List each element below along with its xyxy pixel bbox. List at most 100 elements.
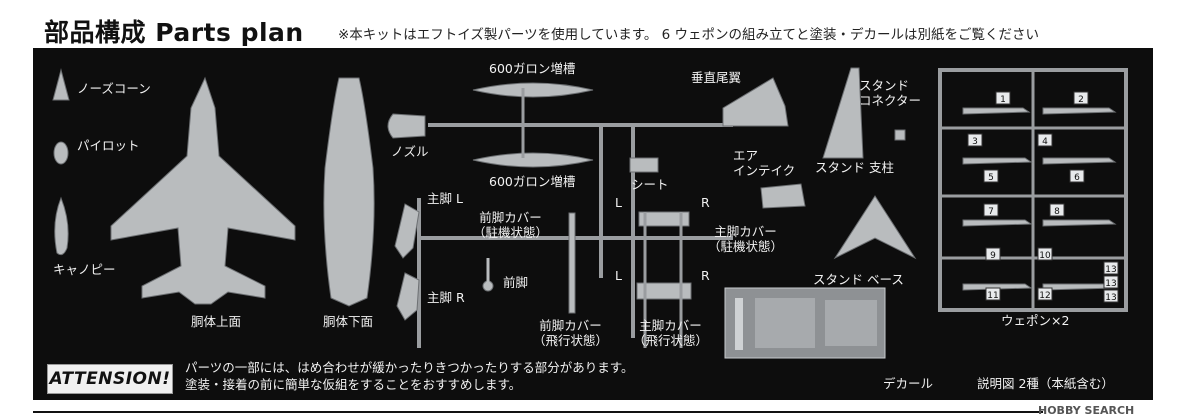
weapon-number-box: [983, 169, 999, 183]
weapon-number-box: [1103, 275, 1119, 289]
weapon-number-box: [1103, 289, 1119, 303]
weapon-number: 6: [1074, 173, 1080, 183]
label-nose-cone: ノーズコーン: [77, 81, 151, 96]
caution-line-1: パーツの一部には、はめ合わせが緩かったりきつかったりする部分があります。: [185, 360, 634, 375]
weapon-number-box: [985, 247, 1001, 261]
decal-detail: [735, 298, 743, 350]
label-main-gear-r: 主脚 R: [427, 290, 465, 305]
label-weapons: ウェポン×2: [1001, 313, 1070, 328]
page-title: 部品構成 Parts plan: [44, 18, 304, 47]
weapon-number: 7: [988, 207, 994, 217]
label-vertical-tail: 垂直尾翼: [691, 70, 742, 85]
fuselage-lower-part: [323, 77, 375, 307]
label-main-gear-l: 主脚 L: [427, 191, 463, 206]
weapon-number: 1: [1000, 95, 1006, 105]
label-stand-base: スタンド ベース: [813, 272, 904, 287]
label-nozzle: ノズル: [391, 144, 429, 159]
missile-part: [962, 107, 1031, 115]
header-note: ※本キットはエフトイズ製パーツを使用しています。 6 ウェポンの組み立てと塗装・…: [338, 27, 1040, 43]
canopy-part: [54, 196, 69, 256]
weapon-number-box: [995, 91, 1011, 105]
main-gear-l-part: [394, 203, 420, 259]
label-main-gear-cover-parked: 主脚カバー （駐機状態）: [708, 224, 784, 254]
attention-badge: ATTENSION!: [47, 364, 173, 394]
weapon-number: 11: [987, 291, 998, 301]
weapon-number-box: [967, 133, 983, 147]
weapon-number-box: [1073, 91, 1089, 105]
label-nose-gear: 前脚: [503, 275, 529, 290]
label-drop-tank-top: 600ガロン増槽: [489, 61, 576, 76]
label-main-gear-cover-flight: 主脚カバー （飛行状態）: [633, 318, 709, 348]
caution-line-2: 塗装・接着の前に簡単な仮組をすることをおすすめします。: [185, 377, 522, 392]
weapon-number: 13: [1105, 279, 1116, 289]
label-fuselage-upper: 胴体上面: [191, 314, 242, 329]
weapons-runners: [940, 70, 1126, 310]
weapon-number-box: [1037, 247, 1053, 261]
label-nose-gear-cover-flight: 前脚カバー （飛行状態）: [533, 318, 609, 348]
label-seat: シート: [631, 177, 669, 192]
caution-text: パーツの一部には、はめ合わせが緩かったりきつかったりする部分があります。 塗装・…: [185, 359, 634, 393]
missile-part: [1042, 157, 1117, 165]
label-canopy: キャノピー: [53, 262, 116, 277]
weapon-number: 2: [1078, 95, 1084, 105]
stand-connector-part: [894, 129, 906, 141]
weapon-number: 3: [972, 137, 978, 147]
main-gear-cover-parked-part: [638, 211, 690, 227]
weapon-number: 4: [1042, 137, 1048, 147]
watermark: HOBBY SEARCH: [1038, 404, 1135, 417]
weapon-number-box: [1103, 261, 1119, 275]
decal-detail: [825, 300, 877, 346]
label-nose-gear-cover-parked: 前脚カバー （駐機状態）: [473, 210, 549, 240]
label-pilot: パイロット: [77, 138, 140, 153]
label-air-intake: エア インテイク: [733, 148, 796, 178]
drop-tank-bottom-part: [472, 152, 594, 168]
weapon-number: 5: [988, 173, 994, 183]
stand-pillar-part: [822, 67, 864, 159]
missile-part: [1042, 219, 1117, 227]
weapon-number-box: [1037, 133, 1053, 147]
weapon-number-box: [983, 203, 999, 217]
missile-part: [962, 283, 1033, 291]
main-gear-cover-flight-part: [636, 282, 692, 300]
weapon-number-box: [1049, 203, 1065, 217]
weapon-number: 12: [1039, 291, 1050, 301]
nose-cone-part: [52, 68, 70, 101]
decal-detail: [755, 298, 815, 348]
missile-part: [962, 219, 1033, 227]
label-mark-l-bottom: L: [615, 268, 622, 283]
weapon-number: 13: [1105, 265, 1116, 275]
nose-gear-cover-parked-part: [568, 212, 576, 314]
header: 部品構成 Parts plan ※本キットはエフトイズ製パーツを使用しています。…: [0, 0, 1196, 48]
nose-gear-part: [482, 280, 494, 292]
label-stand-pillar: スタンド 支柱: [815, 160, 894, 175]
fuselage-upper-part: [110, 76, 296, 305]
weapon-number: 9: [990, 251, 996, 261]
nozzle-part: [387, 113, 426, 139]
missile-part: [1042, 107, 1117, 115]
drop-tank-top-part: [472, 82, 594, 98]
weapon-number: 13: [1105, 293, 1116, 303]
weapon-number: 10: [1039, 251, 1051, 261]
weapon-number-box: [1037, 287, 1053, 301]
pilot-part: [53, 141, 69, 165]
weapon-number-box: [1069, 169, 1085, 183]
label-drop-tank-bottom: 600ガロン増槽: [489, 174, 576, 189]
label-decal: デカール: [883, 376, 934, 391]
label-mark-r-bottom: R: [701, 268, 710, 283]
weapon-number: 8: [1054, 207, 1060, 217]
label-fuselage-lower: 胴体下面: [323, 314, 374, 329]
footer-rule: [33, 411, 1043, 413]
label-mark-r-top: R: [701, 195, 710, 210]
stand-base-part: [833, 195, 917, 260]
label-mark-l-top: L: [615, 195, 622, 210]
main-gear-r-part: [396, 272, 420, 321]
sprue-runner: [417, 123, 733, 348]
label-stand-connector: スタンド コネクター: [859, 78, 922, 108]
weapon-number-box: [985, 287, 1001, 301]
missile-part: [962, 157, 1033, 165]
label-manual: 説明図 2種（本紙含む）: [977, 376, 1114, 391]
seat-part: [629, 157, 659, 173]
air-intake-part: [760, 183, 806, 209]
